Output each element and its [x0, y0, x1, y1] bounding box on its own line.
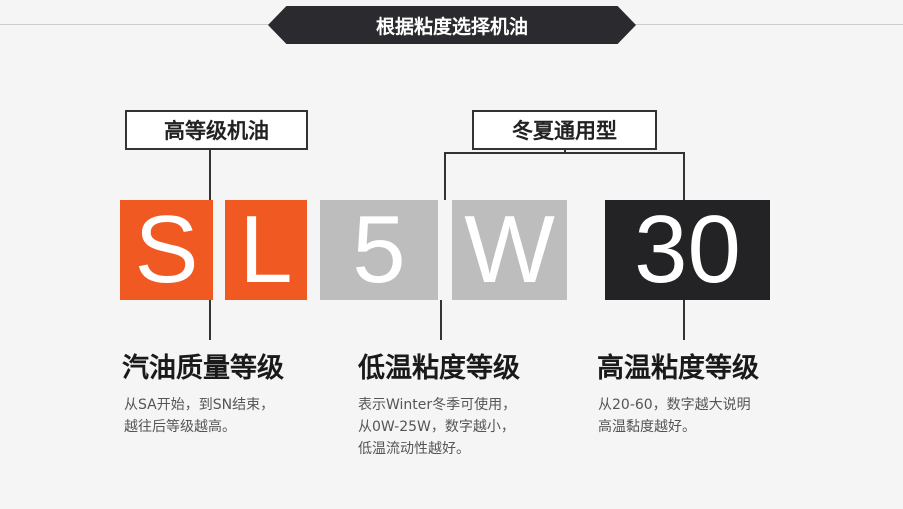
- desc-line: 从20-60，数字越大说明: [598, 397, 751, 413]
- desc-line: 越往后等级越高。: [124, 419, 236, 435]
- desc-quality: 从SA开始，到SN结束， 越往后等级越高。: [124, 394, 274, 438]
- desc-low-temp: 表示Winter冬季可使用， 从0W-25W，数字越小， 低温流动性越好。: [358, 394, 516, 460]
- heading-high-temp: 高温粘度等级: [597, 353, 759, 384]
- connector: [444, 152, 446, 200]
- desc-line: 从0W-25W，数字越小，: [358, 419, 515, 435]
- block-l: L: [225, 200, 307, 300]
- connector: [209, 150, 211, 200]
- desc-line: 从SA开始，到SN结束，: [124, 397, 275, 413]
- desc-line: 表示Winter冬季可使用，: [358, 397, 517, 413]
- connector: [440, 300, 442, 340]
- desc-line: 高温黏度越好。: [598, 419, 696, 435]
- connector: [209, 300, 211, 340]
- label-high-grade: 高等级机油: [125, 110, 308, 150]
- desc-high-temp: 从20-60，数字越大说明 高温黏度越好。: [598, 394, 751, 438]
- desc-line: 低温流动性越好。: [358, 441, 470, 457]
- block-s: S: [120, 200, 213, 300]
- block-5: 5: [320, 200, 438, 300]
- connector: [683, 300, 685, 340]
- page-title: 根据粘度选择机油: [268, 6, 636, 44]
- block-w: W: [452, 200, 567, 300]
- heading-quality: 汽油质量等级: [122, 353, 284, 384]
- heading-low-temp: 低温粘度等级: [358, 353, 520, 384]
- block-30: 30: [605, 200, 770, 300]
- connector: [683, 152, 685, 200]
- bracket: [444, 152, 685, 154]
- connector: [564, 150, 566, 153]
- label-all-season: 冬夏通用型: [472, 110, 657, 150]
